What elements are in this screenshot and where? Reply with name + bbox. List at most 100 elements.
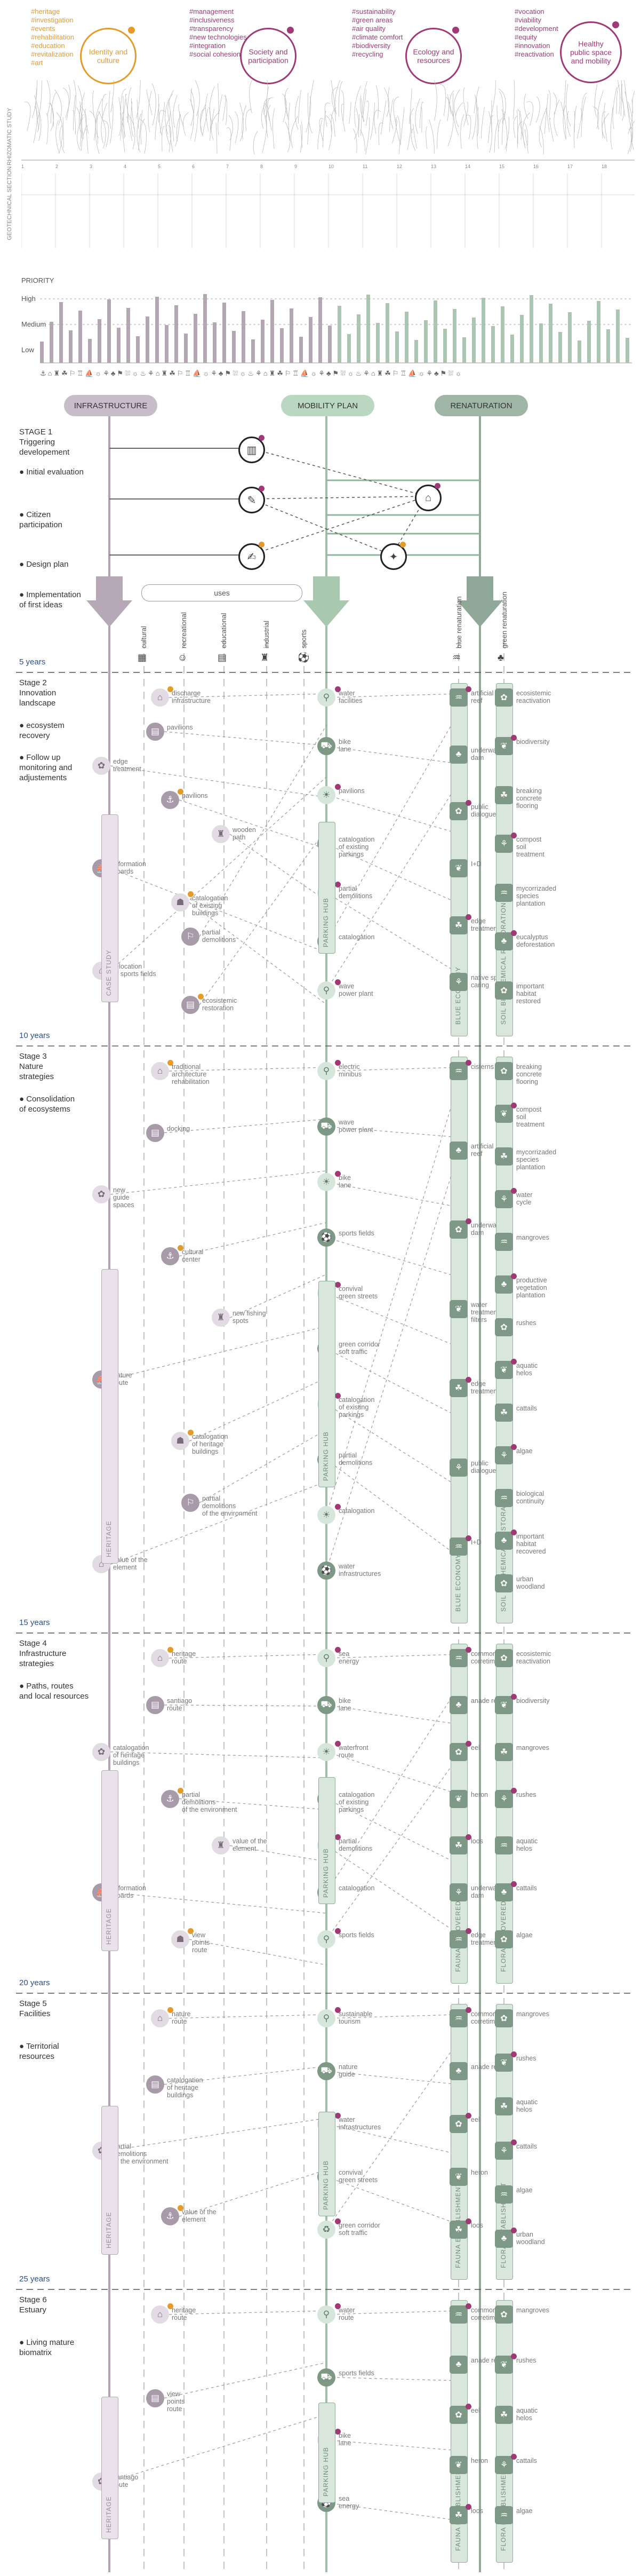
green-node[interactable]: ❦ [495, 1361, 513, 1379]
axis-infrastructure[interactable]: INFRASTRUCTURE [64, 395, 157, 416]
infra-node[interactable]: ☗ [171, 1432, 189, 1450]
blue-node[interactable]: ♣ [450, 746, 468, 764]
blue-node[interactable]: ✿ [450, 2115, 468, 2133]
infra-node[interactable]: ✿ [92, 1185, 110, 1203]
mobility-node[interactable]: ⚲ [317, 981, 335, 1000]
blue-node[interactable]: ☘ [450, 1379, 468, 1397]
blue-node[interactable]: ♒ [450, 2305, 468, 2324]
infra-node[interactable]: ✿ [92, 1743, 110, 1761]
mobility-node[interactable]: ⚽ [317, 1562, 335, 1580]
infra-node[interactable]: ▤ [146, 2389, 164, 2407]
green-node[interactable]: ♒ [495, 1489, 513, 1507]
blue-node[interactable]: ♣ [450, 1142, 468, 1160]
blue-node[interactable]: ⚘ [450, 1883, 468, 1901]
green-node[interactable]: ⚘ [495, 1790, 513, 1808]
green-node[interactable]: ✿ [495, 1649, 513, 1667]
infra-node[interactable]: ✿ [92, 757, 110, 775]
mobility-node[interactable]: ⛟ [317, 1117, 335, 1136]
green-node[interactable]: ☘ [495, 2097, 513, 2115]
blue-node[interactable]: ☘ [450, 2221, 468, 2239]
green-node[interactable]: ✿ [495, 1318, 513, 1336]
infra-node[interactable]: ⌂ [151, 688, 169, 707]
green-node[interactable]: ♣ [495, 1275, 513, 1294]
mobility-node[interactable]: ⛟ [317, 2062, 335, 2080]
green-node[interactable]: ♒ [495, 2506, 513, 2524]
blue-node[interactable]: ⚘ [450, 973, 468, 991]
blue-node[interactable]: ✿ [450, 2406, 468, 2424]
green-node[interactable]: ✿ [495, 2009, 513, 2027]
infra-node[interactable]: ♜ [212, 825, 230, 843]
infra-node[interactable]: ⌂ [151, 2305, 169, 2324]
mobility-node[interactable]: ⚲ [317, 2009, 335, 2027]
infra-node[interactable]: ☗ [171, 1930, 189, 1948]
blue-node[interactable]: ❦ [450, 859, 468, 877]
green-node[interactable]: ♣ [495, 1532, 513, 1550]
mobility-node[interactable]: ⚲ [317, 1062, 335, 1080]
axis-renaturation[interactable]: RENATURATION [435, 395, 528, 416]
green-node[interactable]: ✿ [495, 1062, 513, 1080]
blue-node[interactable]: ♒ [450, 1537, 468, 1556]
blue-node[interactable]: ✿ [450, 1220, 468, 1239]
mobility-node[interactable]: ♻ [317, 2221, 335, 2239]
axis-mobility[interactable]: MOBILITY PLAN [281, 395, 374, 416]
green-node[interactable]: ♒ [495, 1836, 513, 1854]
green-node[interactable]: ⚘ [495, 2142, 513, 2160]
mobility-node[interactable]: ⚲ [317, 1649, 335, 1667]
infra-node[interactable]: ⌂ [151, 1649, 169, 1667]
green-node[interactable]: ❦ [495, 1105, 513, 1123]
green-node[interactable]: ☘ [495, 1743, 513, 1761]
blue-node[interactable]: ♒ [450, 1649, 468, 1667]
infra-node[interactable]: ⚓ [161, 1790, 179, 1808]
blue-node[interactable]: ☘ [450, 1836, 468, 1854]
mobility-node[interactable]: ⛟ [317, 1696, 335, 1714]
infra-node[interactable]: ♜ [212, 1309, 230, 1327]
blue-node[interactable]: ❦ [450, 2168, 468, 2186]
green-node[interactable]: ☘ [495, 2406, 513, 2424]
green-node[interactable]: ☘ [495, 1147, 513, 1166]
blue-node[interactable]: ✿ [450, 802, 468, 820]
blue-node[interactable]: ♒ [450, 1930, 468, 1948]
blue-node[interactable]: ♣ [450, 2062, 468, 2080]
infra-node[interactable]: ⚐ [181, 1494, 199, 1512]
green-node[interactable]: ⚘ [495, 2456, 513, 2474]
blue-node[interactable]: ❦ [450, 1790, 468, 1808]
green-node[interactable]: ✿ [495, 2305, 513, 2324]
green-node[interactable]: ✿ [495, 981, 513, 1000]
infra-node[interactable]: ☗ [171, 893, 189, 911]
blue-node[interactable]: ❦ [450, 2456, 468, 2474]
green-node[interactable]: ❦ [495, 2054, 513, 2072]
mobility-node[interactable]: ☀ [317, 1743, 335, 1761]
green-node[interactable]: ✿ [495, 1930, 513, 1948]
infra-node[interactable]: ⌂ [151, 1062, 169, 1080]
blue-node[interactable]: ♣ [450, 2356, 468, 2374]
blue-node[interactable]: ♣ [450, 1696, 468, 1714]
infra-node[interactable]: ▤ [146, 1696, 164, 1714]
blue-node[interactable]: ✿ [450, 1743, 468, 1761]
blue-node[interactable]: ☘ [450, 916, 468, 934]
green-node[interactable]: ☘ [495, 1404, 513, 1422]
green-node[interactable]: ♣ [495, 2230, 513, 2248]
green-node[interactable]: ♣ [495, 1883, 513, 1901]
mobility-node[interactable]: ⚲ [317, 2305, 335, 2324]
mobility-node[interactable]: ⛟ [317, 2368, 335, 2387]
mobility-node[interactable]: ⚲ [317, 1930, 335, 1948]
green-node[interactable]: ❦ [495, 2356, 513, 2374]
infra-node[interactable]: ▤ [146, 2075, 164, 2094]
mobility-node[interactable]: ⚽ [317, 1228, 335, 1247]
infra-node[interactable]: ▤ [146, 723, 164, 741]
blue-node[interactable]: ⚘ [450, 1459, 468, 1477]
infra-node[interactable]: ▤ [146, 1124, 164, 1142]
green-node[interactable]: ✿ [495, 688, 513, 707]
blue-node[interactable]: ☘ [450, 2506, 468, 2524]
infra-node[interactable]: ⚓ [161, 1247, 179, 1265]
green-node[interactable]: ♒ [495, 884, 513, 902]
green-node[interactable]: ❦ [495, 737, 513, 755]
infra-node[interactable]: ♜ [212, 1836, 230, 1854]
mobility-node[interactable]: ☀ [317, 1173, 335, 1191]
infra-node[interactable]: ⚓ [161, 791, 179, 809]
green-node[interactable]: ♒ [495, 1233, 513, 1251]
infra-node[interactable]: ▤ [181, 996, 199, 1014]
green-node[interactable]: ♒ [495, 2185, 513, 2204]
green-node[interactable]: ⚘ [495, 1446, 513, 1464]
green-node[interactable]: ⚘ [495, 1190, 513, 1208]
